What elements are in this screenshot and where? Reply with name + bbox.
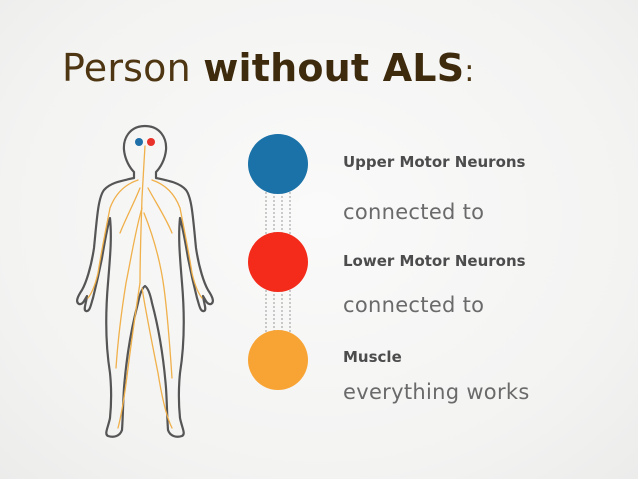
brain-dot-blue bbox=[135, 138, 143, 146]
human-body-nervous-system-icon bbox=[76, 124, 214, 438]
upper-motor-neurons-circle bbox=[248, 134, 308, 194]
muscle-circle bbox=[248, 330, 308, 390]
connector-dots-1 bbox=[265, 192, 291, 234]
connector-dots-2 bbox=[265, 290, 291, 332]
brain-dot-red bbox=[147, 138, 155, 146]
title-light: Person bbox=[62, 46, 191, 90]
nerve-lines bbox=[87, 145, 203, 429]
title-bold: without ALS bbox=[203, 46, 465, 90]
page-title: Person without ALS: bbox=[62, 44, 475, 96]
title-colon: : bbox=[464, 54, 475, 89]
connector-text-2: connected to bbox=[343, 293, 485, 317]
stage-label-upper: Upper Motor Neurons bbox=[343, 153, 526, 171]
connector-text-1: connected to bbox=[343, 200, 485, 224]
stage-label-lower: Lower Motor Neurons bbox=[343, 252, 526, 270]
lower-motor-neurons-circle bbox=[248, 232, 308, 292]
body-outline bbox=[76, 124, 214, 438]
result-text: everything works bbox=[343, 380, 530, 404]
stage-label-muscle: Muscle bbox=[343, 348, 402, 366]
